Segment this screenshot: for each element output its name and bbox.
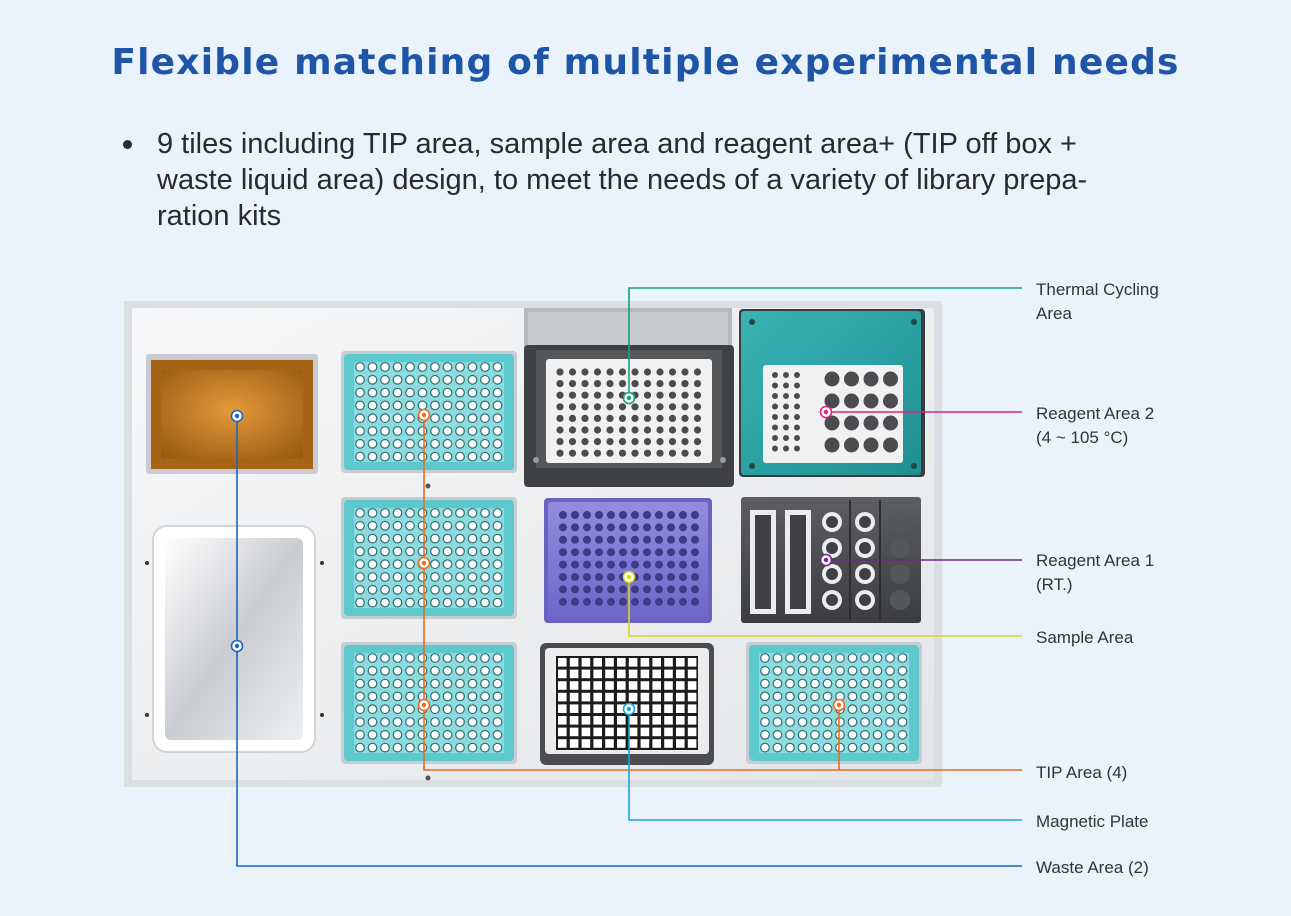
label-magnetic-plate: Magnetic Plate bbox=[1036, 812, 1149, 831]
waste-tray-2 bbox=[145, 525, 324, 753]
bullet-dot bbox=[123, 140, 132, 149]
magnetic-plate bbox=[540, 643, 714, 765]
bullet-line-2: waste liquid area) design, to meet the n… bbox=[157, 164, 1088, 196]
bullet-line-1: 9 tiles including TIP area, sample area … bbox=[157, 128, 1077, 160]
reagent-block-heated bbox=[739, 309, 925, 477]
label-sample-area: Sample Area bbox=[1036, 628, 1134, 647]
callout-leaders bbox=[230, 287, 1022, 867]
page-title: Flexible matching of multiple experiment… bbox=[111, 42, 1180, 83]
sample-plate bbox=[544, 498, 712, 623]
label-reagent-area-2: Reagent Area 2(4 ~ 105 °C) bbox=[1036, 404, 1155, 447]
bullet-text: 9 tiles including TIP area, sample area … bbox=[157, 126, 1182, 234]
thermal-cycler bbox=[524, 308, 734, 487]
label-reagent-area-1: Reagent Area 1(RT.) bbox=[1036, 551, 1155, 594]
label-tip-area: TIP Area (4) bbox=[1036, 763, 1128, 782]
tip-rack-3 bbox=[341, 642, 517, 764]
label-waste-area: Waste Area (2) bbox=[1036, 858, 1149, 877]
tip-rack-2 bbox=[341, 497, 517, 619]
bullet-line-3: ration kits bbox=[157, 200, 282, 232]
